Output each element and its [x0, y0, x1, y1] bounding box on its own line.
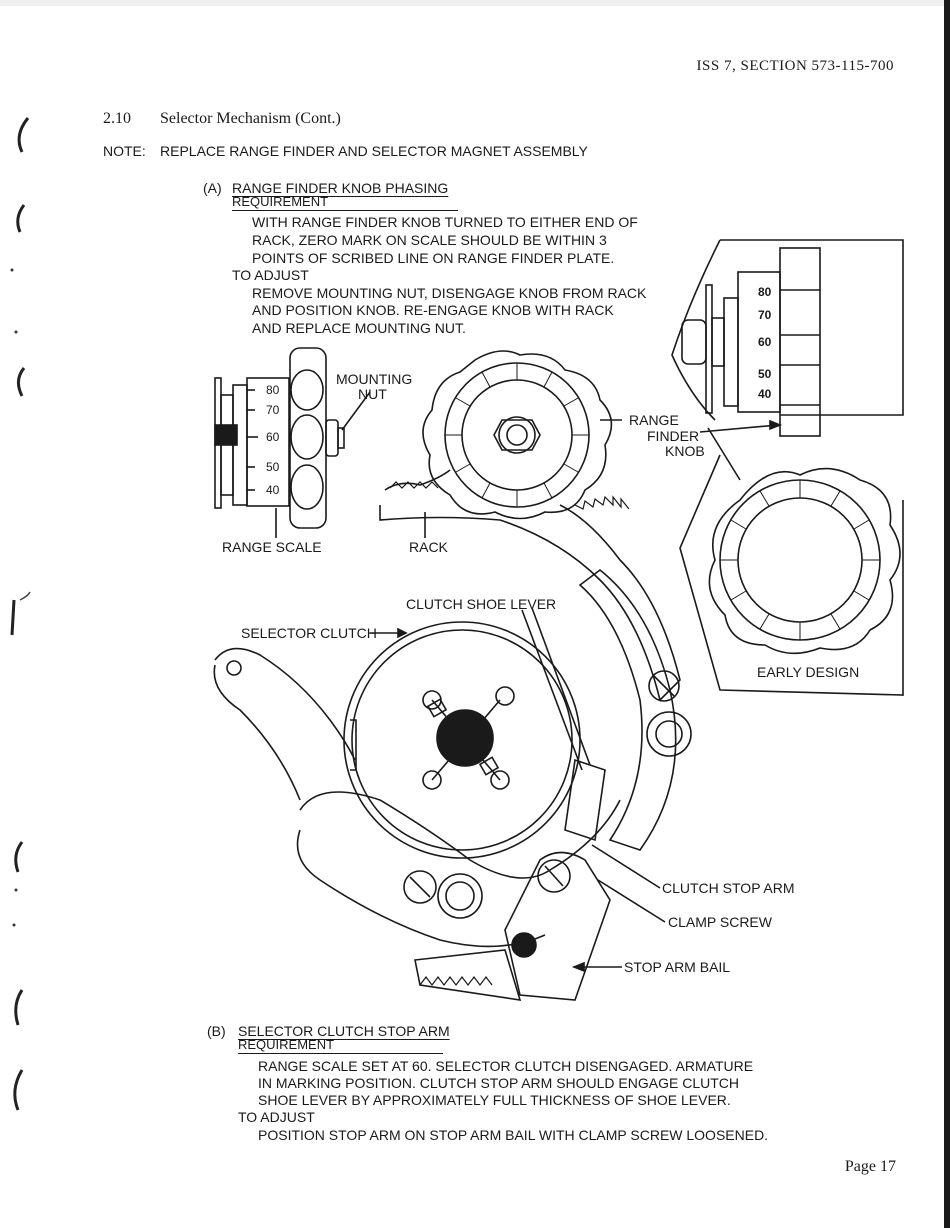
part-a-req-line: WITH RANGE FINDER KNOB TURNED TO EITHER …: [252, 214, 638, 230]
note-label: NOTE:: [103, 143, 146, 159]
part-a-adjust-line: REMOVE MOUNTING NUT, DISENGAGE KNOB FROM…: [252, 285, 647, 301]
label-range-finder-knob: KNOB: [665, 443, 705, 459]
scale-tick-80: 80: [266, 383, 280, 397]
part-b-adjust-heading: TO ADJUST: [238, 1109, 315, 1125]
selector-clutch-drawing: [343, 621, 581, 859]
part-a-req-line: RACK, ZERO MARK ON SCALE SHOULD BE WITHI…: [252, 232, 607, 248]
gear-teeth: [445, 363, 589, 507]
label-range-finder-knob: FINDER: [647, 428, 699, 444]
part-b-requirement-heading: REQUIREMENT: [238, 1037, 335, 1052]
part-b-req-line: IN MARKING POSITION. CLUTCH STOP ARM SHO…: [258, 1075, 739, 1091]
label-early-design: EARLY DESIGN: [757, 664, 859, 680]
label-selector-clutch: SELECTOR CLUTCH: [241, 625, 377, 641]
part-a-label: (A): [203, 180, 222, 196]
part-a-underline: [232, 210, 458, 211]
early-design-knob-drawing: [708, 467, 901, 655]
part-a-adjust-line: AND REPLACE MOUNTING NUT.: [252, 320, 466, 336]
label-clutch-stop-arm: CLUTCH STOP ARM: [662, 880, 795, 896]
part-a-requirement-heading: REQUIREMENT: [232, 194, 329, 209]
inset-scale-tick-40: 40: [758, 387, 772, 401]
label-clutch-shoe-lever: CLUTCH SHOE LEVER: [406, 596, 556, 612]
part-b-adjust-line: POSITION STOP ARM ON STOP ARM BAIL WITH …: [258, 1127, 769, 1143]
note-text: REPLACE RANGE FINDER AND SELECTOR MAGNET…: [160, 143, 588, 159]
inset-scale-ticks: 80 70 60 50 40: [758, 285, 772, 401]
range-scale-drawing: [214, 347, 345, 529]
scan-right-edge: [944, 0, 950, 1228]
inset-scale-tick-50: 50: [758, 367, 772, 381]
part-a-adjust-heading: TO ADJUST: [232, 267, 309, 283]
label-range-scale: RANGE SCALE: [222, 539, 322, 555]
left-scale-ticks: 80 70 60 50 40: [266, 383, 280, 497]
label-stop-arm-bail: STOP ARM BAIL: [624, 959, 730, 975]
part-a-title: RANGE FINDER KNOB PHASING: [232, 180, 449, 196]
inset-scale-tick-70: 70: [758, 308, 772, 322]
scale-tick-60: 60: [266, 430, 280, 444]
part-b-req-line: SHOE LEVER BY APPROXIMATELY FULL THICKNE…: [258, 1092, 731, 1108]
binder-marks: [10, 117, 31, 1111]
label-mounting-nut: MOUNTING: [336, 371, 412, 387]
scale-tick-70: 70: [266, 403, 280, 417]
part-b-req-line: RANGE SCALE SET AT 60. SELECTOR CLUTCH D…: [258, 1058, 754, 1074]
section-number: 2.10: [103, 110, 131, 127]
label-range-finder-knob: RANGE: [629, 412, 679, 428]
part-b-label: (B): [207, 1023, 226, 1039]
scale-tick-50: 50: [266, 460, 280, 474]
label-rack: RACK: [409, 539, 449, 555]
label-clamp-screw: CLAMP SCREW: [668, 914, 773, 930]
part-a-req-line: POINTS OF SCRIBED LINE ON RANGE FINDER P…: [252, 250, 615, 266]
scale-tick-40: 40: [266, 483, 280, 497]
part-a-adjust-line: AND POSITION KNOB. RE-ENGAGE KNOB WITH R…: [252, 302, 614, 318]
inset-scale-tick-80: 80: [758, 285, 772, 299]
label-mounting-nut: NUT: [358, 386, 387, 402]
part-b-title: SELECTOR CLUTCH STOP ARM: [238, 1023, 450, 1039]
page-number: Page 17: [844, 1158, 896, 1175]
inset-scale-tick-60: 60: [758, 335, 772, 349]
part-b-underline: [238, 1053, 443, 1054]
document-reference: ISS 7, SECTION 573-115-700: [696, 58, 894, 74]
stop-arm-drawing: [414, 851, 611, 1001]
scan-top-edge: [0, 0, 950, 6]
inset-scale-drawing: [681, 247, 821, 437]
section-title: Selector Mechanism (Cont.): [160, 110, 341, 127]
